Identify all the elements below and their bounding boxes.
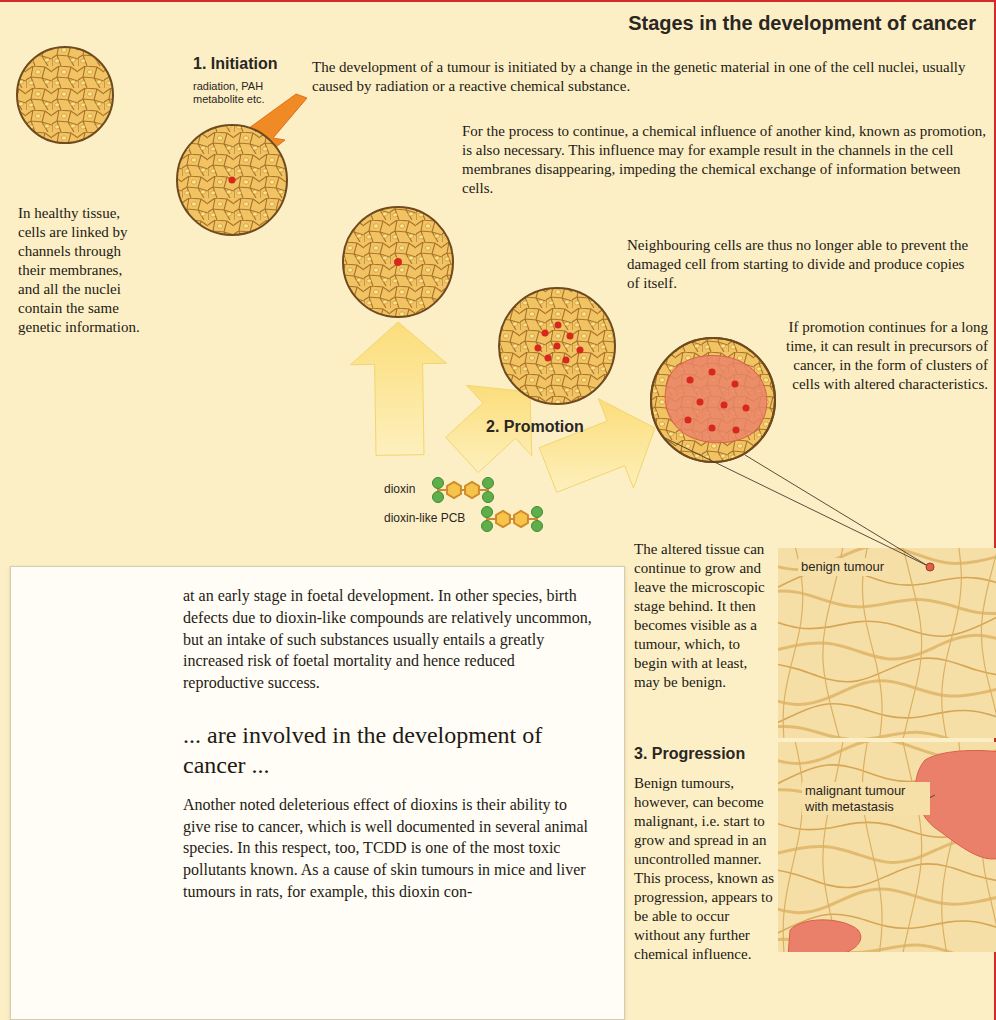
damaged-nucleus [554,343,561,350]
damaged-nucleus [577,347,584,354]
benzene-ring [465,482,479,498]
tissue-texture [778,742,996,952]
annotation: The altered tissue can continue to grow … [634,540,776,692]
annotation: If promotion continues for a long time, … [778,318,988,394]
tissue-fold [942,548,962,738]
chlorine-atom [483,478,494,489]
stage-heading: 1. Initiation [193,55,277,73]
tissue-circle-rim [651,338,775,462]
bond [486,518,538,520]
damaged-nucleus [687,377,694,384]
damaged-nucleus [229,177,236,184]
tissue-circle [343,207,453,317]
tissue-fold [862,742,882,952]
chlorine-atom [482,521,493,532]
compound-label: dioxin-like PCB [384,511,465,525]
tissue-fold [778,681,996,705]
tissue-texture [778,548,996,738]
damaged-nucleus [709,425,716,432]
tissue-fold [778,889,996,913]
tissue-fold [901,548,922,738]
damaged-nucleus [697,399,704,406]
tissue-fold [778,704,996,728]
tissue-fold [862,548,882,738]
compound-label: dioxin [384,482,415,496]
tissue-fold [778,658,996,682]
metastasis [788,920,861,952]
benzene-ring [496,511,510,527]
body-text: at an early stage in foetal development.… [183,585,598,694]
bond [437,489,489,491]
annotation: Benign tumours, however, can become mali… [634,774,776,964]
benzene-ring [447,482,461,498]
stage-heading: 2. Promotion [486,418,584,436]
damaged-nucleus [555,322,562,329]
damaged-nucleus [733,427,740,434]
tissue-circle [17,47,113,143]
tissue-fold [778,613,996,637]
annotation: For the process to continue, a chemical … [462,122,987,198]
tissue-fold [778,864,996,888]
damaged-nucleus [542,330,549,337]
damaged-nucleus [535,345,542,352]
promotion-arrow [351,322,447,455]
damaged-nucleus [743,405,750,412]
section-heading: ... are involved in the development of c… [183,720,598,780]
body-text: Another noted deleterious effect of diox… [183,794,598,903]
annotation: The development of a tumour is initiated… [312,58,977,96]
inset-label: malignant tumour with metastasis [802,782,930,815]
benign-tumour-dot [926,563,934,571]
chlorine-atom [532,521,543,532]
tumour-inset: malignant tumour with metastasis [778,742,996,952]
tissue-fold [778,591,996,613]
inset-label: benign tumour [798,558,887,576]
tumour-inset: benign tumour [778,548,996,738]
promotion-arrow [539,399,655,493]
damaged-nucleus [563,357,570,364]
title: Stages in the development of cancer [540,12,976,35]
annotation: Neighbouring cells are thus no longer ab… [627,236,977,293]
tissue-fold [981,548,996,738]
tissue-fold [783,742,803,952]
precursor-cluster [665,355,767,442]
chlorine-atom [483,492,494,503]
damaged-nucleus [567,333,574,340]
tissue-circle [651,338,775,462]
tissue-fold [823,548,845,738]
page-border [0,0,996,2]
agent-label: radiation, PAH metabolite etc. [193,80,285,106]
tissue-fold [783,548,803,738]
damaged-nucleus [394,258,402,266]
annotation: In healthy tissue, cells are linked by c… [18,204,142,337]
tissue-circle [499,288,615,404]
stage-heading: 3. Progression [634,745,745,763]
damaged-nucleus [685,417,692,424]
tissue-fold [778,727,996,738]
damaged-nucleus [732,381,739,388]
tissue-circle [177,125,287,235]
chlorine-atom [482,507,493,518]
tissue-fold [778,635,996,659]
damaged-nucleus [709,369,716,376]
chlorine-atom [433,478,444,489]
leader-line [745,455,928,566]
chlorine-atom [433,492,444,503]
chlorine-atom [532,507,543,518]
benzene-ring [514,511,528,527]
damaged-nucleus [545,355,552,362]
text-panel: at an early stage in foetal development.… [10,566,625,1020]
damaged-nucleus [721,402,728,409]
